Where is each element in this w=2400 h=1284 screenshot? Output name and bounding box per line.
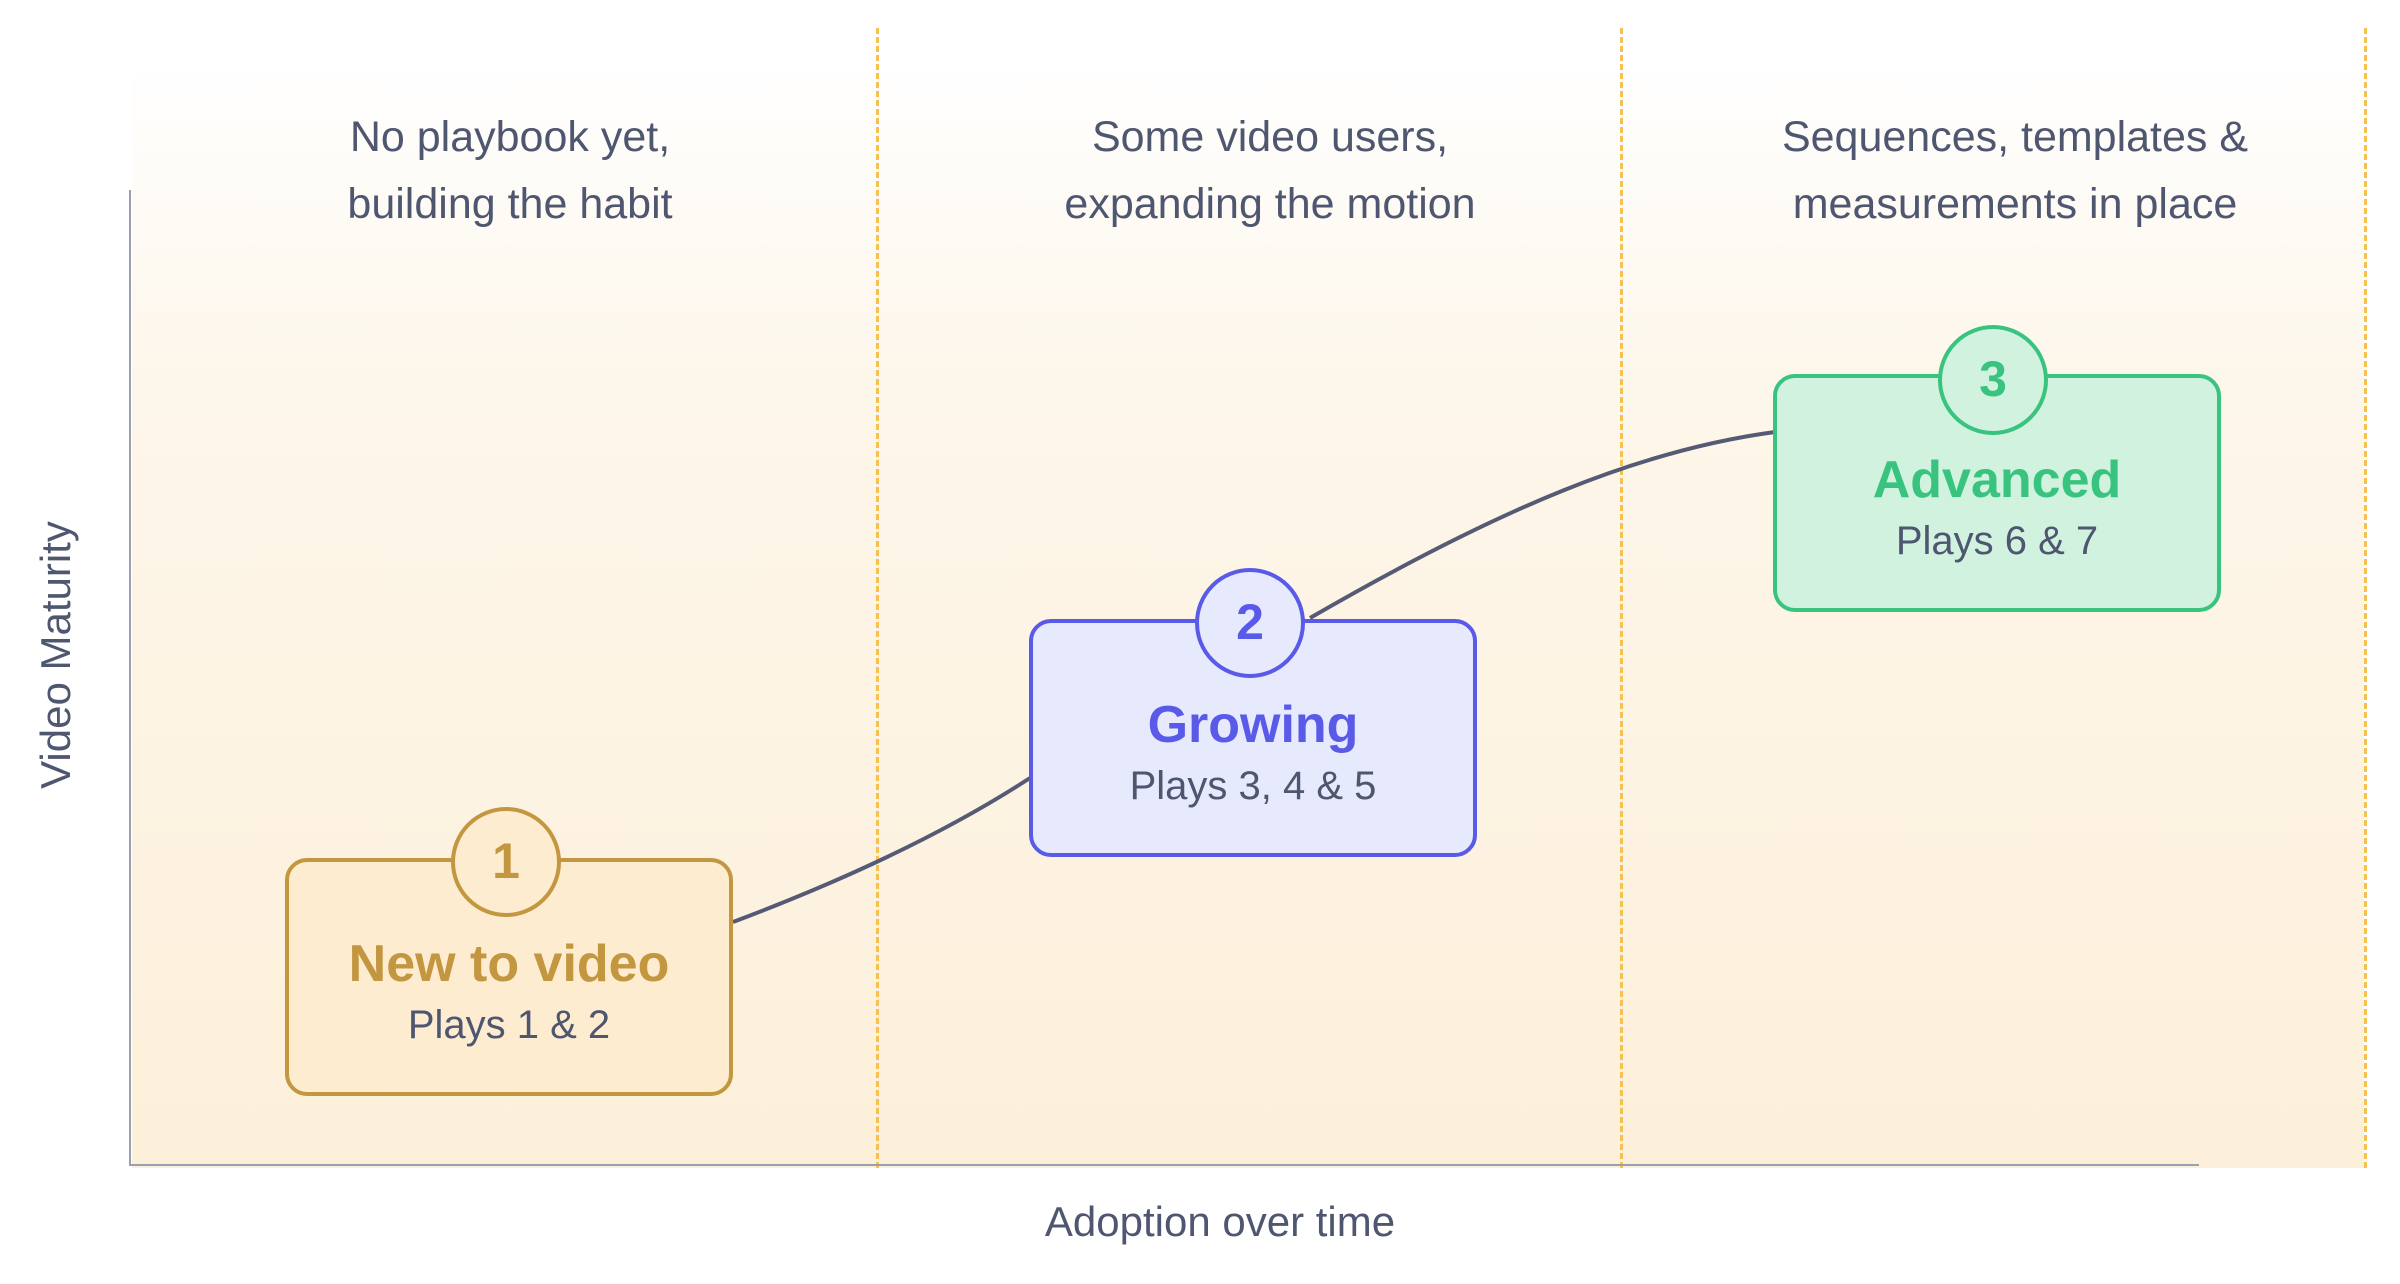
phase-divider-3 [2364, 28, 2367, 1168]
phase-description-2: Some video users, expanding the motion [960, 104, 1580, 238]
connector-line-2 [1308, 430, 1776, 620]
stage-title: Advanced [1872, 451, 2122, 509]
phase-description-3: Sequences, templates & measurements in p… [1705, 104, 2325, 238]
x-axis-label: Adoption over time [1044, 1198, 1396, 1245]
phase-description-1: No playbook yet, building the habit [200, 104, 820, 238]
stage-number-badge-1: 1 [451, 807, 561, 917]
phase-2-line-1: Some video users, [1091, 113, 1449, 161]
phase-3-line-1: Sequences, templates & [1781, 113, 2249, 161]
phase-2-line-2: expanding the motion [1064, 180, 1476, 228]
y-axis-line [129, 190, 131, 1166]
phase-1-line-1: No playbook yet, [349, 113, 671, 161]
phase-3-line-2: measurements in place [1792, 180, 2238, 228]
phase-divider-2 [1620, 28, 1623, 1168]
stage-title: New to video [348, 935, 670, 993]
phase-1-line-2: building the habit [347, 180, 673, 228]
stage-plays: Plays 6 & 7 [1895, 519, 2099, 563]
x-axis-line [129, 1164, 2199, 1166]
stage-number-badge-3: 3 [1938, 325, 2048, 435]
stage-plays: Plays 3, 4 & 5 [1129, 764, 1377, 808]
stage-title: Growing [1147, 696, 1359, 754]
stage-number-badge-2: 2 [1195, 568, 1305, 678]
stage-plays: Plays 1 & 2 [407, 1003, 611, 1047]
connector-line-1 [732, 776, 1032, 924]
phase-divider-1 [876, 28, 879, 1168]
